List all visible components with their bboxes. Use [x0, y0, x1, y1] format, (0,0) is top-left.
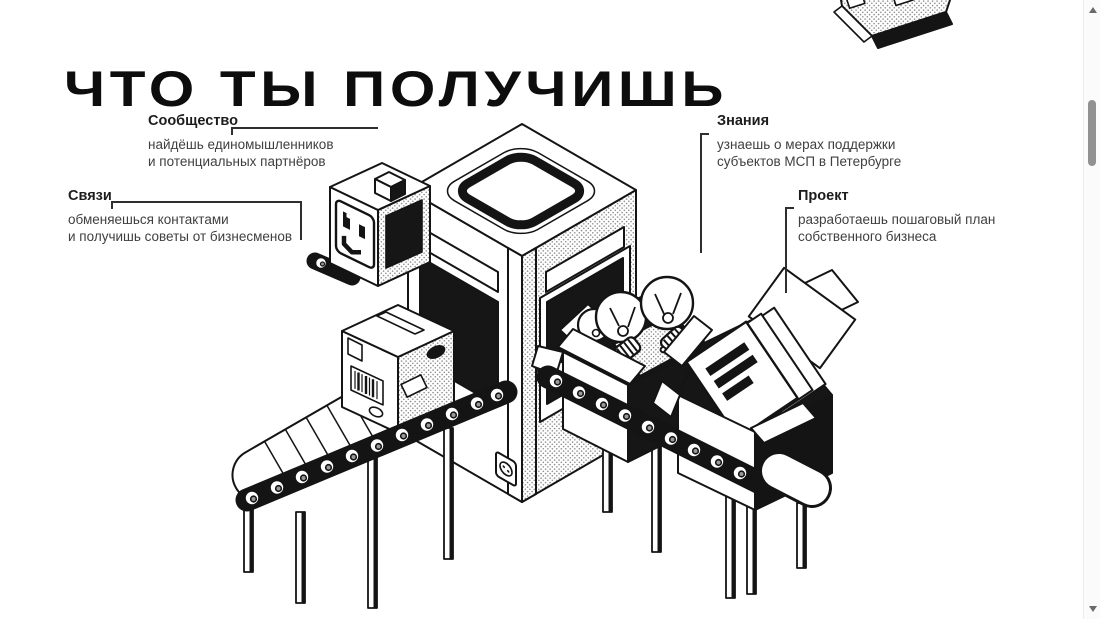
right-conveyor-belt	[532, 268, 858, 598]
callout-knowledge-line1: узнаешь о мерах поддержки	[717, 137, 896, 152]
callout-connections: Связи обменяешься контактами и получишь …	[68, 188, 292, 245]
scrollbar-down-arrow-icon[interactable]	[1088, 606, 1097, 612]
callout-community-connector-tick	[231, 127, 233, 135]
callout-knowledge-connector-tick	[700, 133, 709, 135]
callout-knowledge-line2: субъектов МСП в Петербурге	[717, 154, 902, 169]
robot-head-icon	[330, 163, 430, 286]
callout-connections-connector	[111, 201, 301, 203]
conveyor-leg	[244, 428, 453, 608]
page-title: ЧТО ТЫ ПОЛУЧИШЬ	[64, 60, 729, 117]
callout-community: Сообщество найдёшь единомышленников и по…	[148, 113, 334, 170]
callout-connections-connector-drop	[300, 201, 302, 240]
vertical-scrollbar[interactable]	[1083, 0, 1100, 619]
smiley-screen-icon	[336, 199, 374, 270]
callout-community-connector	[231, 127, 378, 129]
callout-project-line1: разработаешь пошаговый план	[798, 212, 996, 227]
callout-knowledge-label: Знания	[717, 113, 770, 129]
callout-project-line2: собственного бизнеса	[798, 229, 937, 244]
callout-knowledge: Знания узнаешь о мерах поддержки субъект…	[717, 113, 901, 170]
callout-knowledge-connector	[700, 133, 702, 253]
document-sheet-icon	[686, 322, 797, 439]
callout-project: Проект разработаешь пошаговый план собст…	[798, 188, 995, 245]
belt-rollers	[549, 374, 747, 480]
callout-community-line1: найдёшь единомышленников	[148, 137, 334, 152]
callout-connections-line1: обменяешься контактами	[68, 212, 229, 227]
left-conveyor-belt	[223, 305, 506, 608]
light-bulb-icon	[596, 292, 646, 366]
belt-rollers	[245, 388, 504, 505]
scrollbar-up-arrow-icon[interactable]	[1088, 7, 1097, 13]
feeder-belt-icon	[315, 258, 352, 278]
barcode-icon	[351, 366, 383, 405]
callout-connections-connector-tick	[111, 201, 113, 209]
callout-community-label: Сообщество	[148, 113, 238, 129]
callout-project-connector-tick	[785, 207, 794, 209]
callout-project-label: Проект	[798, 188, 849, 204]
callout-community-line2: и потенциальных партнёров	[148, 154, 326, 169]
callout-project-connector	[785, 207, 787, 293]
callout-connections-label: Связи	[68, 188, 112, 204]
callout-connections-line2: и получишь советы от бизнесменов	[68, 229, 293, 244]
machine-top-ring	[438, 143, 605, 239]
belt-end-cap	[779, 471, 812, 488]
cardboard-box-icon	[342, 305, 454, 433]
power-socket-icon	[496, 451, 516, 487]
slab-fragment-icon	[834, 0, 952, 48]
scrollbar-thumb[interactable]	[1088, 100, 1096, 166]
